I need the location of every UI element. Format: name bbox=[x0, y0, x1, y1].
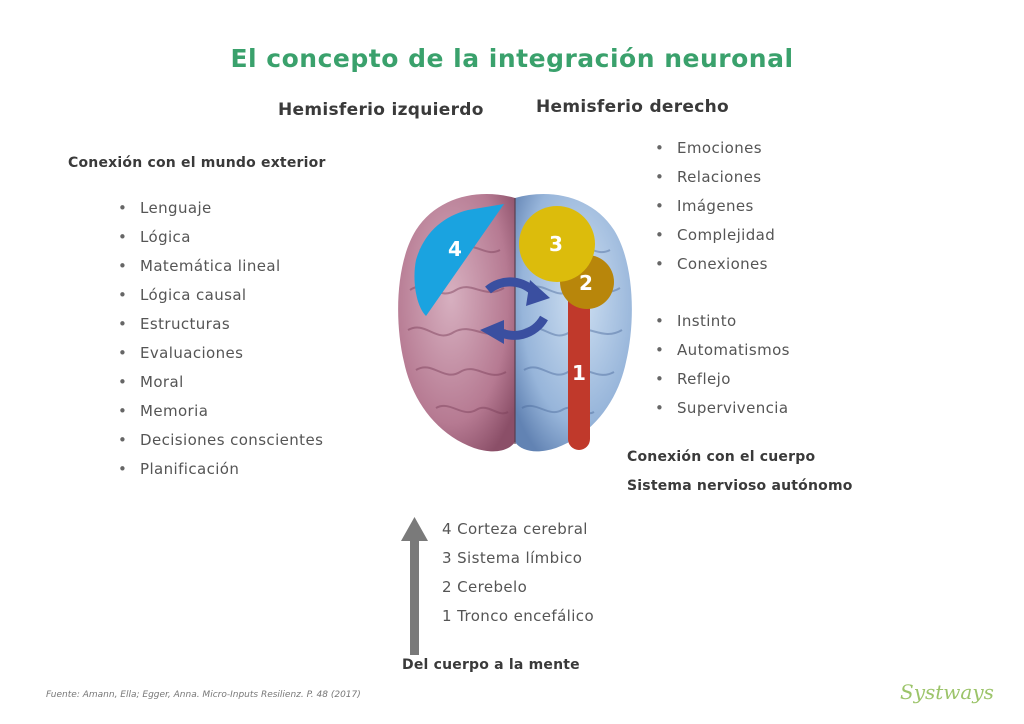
right-connection-label-2: Sistema nervioso autónomo bbox=[627, 478, 853, 494]
marker-4-label: 4 bbox=[448, 237, 462, 261]
marker-3-label: 3 bbox=[549, 232, 563, 256]
list-item: •Reflejo bbox=[655, 370, 731, 388]
list-item: •Relaciones bbox=[655, 168, 762, 186]
list-item: •Matemática lineal bbox=[118, 257, 281, 275]
list-item: •Conexiones bbox=[655, 255, 768, 273]
list-item: •Lenguaje bbox=[118, 199, 212, 217]
right-hemisphere-heading: Hemisferio derecho bbox=[536, 97, 730, 117]
cortex-wedge bbox=[414, 204, 504, 316]
list-item: •Supervivencia bbox=[655, 399, 789, 417]
list-item: •Planificación bbox=[118, 460, 240, 478]
list-item: •Decisiones conscientes bbox=[118, 431, 324, 449]
marker-2-label: 2 bbox=[579, 271, 593, 295]
list-item: •Instinto bbox=[655, 312, 737, 330]
list-item: •Imágenes bbox=[655, 197, 754, 215]
arrow-caption: Del cuerpo a la mente bbox=[402, 657, 580, 673]
list-item: 2 Cerebelo bbox=[442, 578, 528, 596]
list-item: 3 Sistema límbico bbox=[442, 549, 583, 567]
right-hemisphere-list-top: •Emociones •Relaciones •Imágenes •Comple… bbox=[655, 134, 775, 279]
marker-1-label: 1 bbox=[572, 361, 586, 385]
right-connection-label-1: Conexión con el cuerpo bbox=[627, 449, 816, 465]
right-hemisphere-list-bottom: •Instinto •Automatismos •Reflejo •Superv… bbox=[655, 307, 790, 423]
list-item: •Evaluaciones bbox=[118, 344, 244, 362]
list-item: •Moral bbox=[118, 373, 184, 391]
list-item: •Automatismos bbox=[655, 341, 790, 359]
brain-levels-list: 4 Corteza cerebral 3 Sistema límbico 2 C… bbox=[442, 515, 594, 631]
bottom-up-arrow-icon bbox=[401, 517, 428, 655]
brain-illustration: 4 1 2 3 bbox=[398, 193, 632, 452]
list-item: •Lógica bbox=[118, 228, 191, 246]
left-hemisphere-heading: Hemisferio izquierdo bbox=[278, 100, 484, 120]
brand-logo: Systways bbox=[900, 680, 994, 704]
source-citation: Fuente: Amann, Ella; Egger, Anna. Micro-… bbox=[46, 690, 361, 700]
list-item: •Emociones bbox=[655, 139, 763, 157]
list-item: •Estructuras bbox=[118, 315, 231, 333]
list-item: 4 Corteza cerebral bbox=[442, 520, 588, 538]
left-connection-label: Conexión con el mundo exterior bbox=[68, 155, 326, 171]
left-hemisphere-list: •Lenguaje •Lógica •Matemática lineal •Ló… bbox=[118, 194, 323, 484]
page-title: El concepto de la integración neuronal bbox=[230, 44, 794, 73]
list-item: •Complejidad bbox=[655, 226, 776, 244]
limbic-circle bbox=[519, 206, 595, 282]
brainstem-bar bbox=[568, 288, 590, 450]
list-item: •Memoria bbox=[118, 402, 209, 420]
list-item: 1 Tronco encefálico bbox=[442, 607, 595, 625]
list-item: •Lógica causal bbox=[118, 286, 247, 304]
